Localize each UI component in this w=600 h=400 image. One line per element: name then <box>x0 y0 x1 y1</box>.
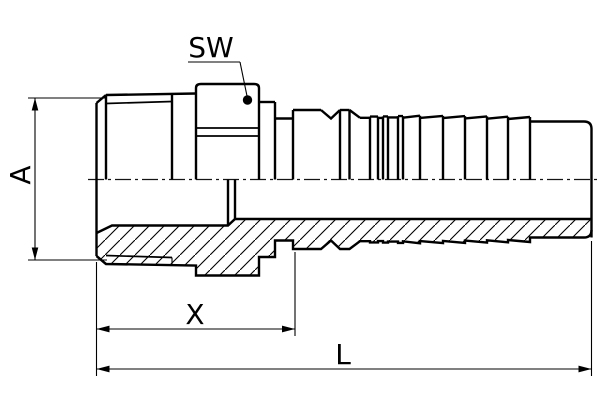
dim-l-label: L <box>335 338 351 371</box>
hose-barb-section <box>259 100 593 238</box>
external-upper-half <box>95 82 593 265</box>
dim-x-arrow-left <box>96 325 110 333</box>
tip-chamfer-top <box>95 94 107 104</box>
rib-edges <box>368 116 405 180</box>
dimension-x: X <box>96 252 296 336</box>
barb-edges <box>418 115 532 180</box>
hex-outline <box>194 82 261 180</box>
dim-a-label: A <box>4 165 37 184</box>
rib-tops <box>360 114 403 120</box>
sw-label: SW <box>188 31 233 64</box>
thread-crest-line <box>105 92 197 97</box>
dim-x-label: X <box>185 298 204 331</box>
thread-root-line-top <box>105 100 173 105</box>
dim-l-arrow-left <box>96 365 110 373</box>
section-outer-profile <box>95 229 593 277</box>
dim-x-arrow-right <box>282 325 295 333</box>
thread-root-line-bottom <box>105 254 173 259</box>
v-groove <box>320 109 341 121</box>
dim-l-arrow-right <box>578 365 592 373</box>
sw-leader-dot <box>242 95 253 105</box>
dim-a-arrow-up <box>31 98 39 111</box>
sw-callout: SW <box>188 31 253 105</box>
section-hatch-fill <box>96 219 592 276</box>
dimension-l: L <box>95 241 593 376</box>
dim-a-arrow-down <box>31 247 39 260</box>
ridge-slope <box>348 109 361 119</box>
sw-leader-line <box>239 61 248 97</box>
tail-top <box>530 120 593 130</box>
hex-nut <box>194 82 261 180</box>
barb-slopes <box>402 114 531 121</box>
section-lower-half <box>95 179 593 277</box>
dimension-a: A <box>4 97 107 261</box>
male-thread-section <box>95 92 197 265</box>
